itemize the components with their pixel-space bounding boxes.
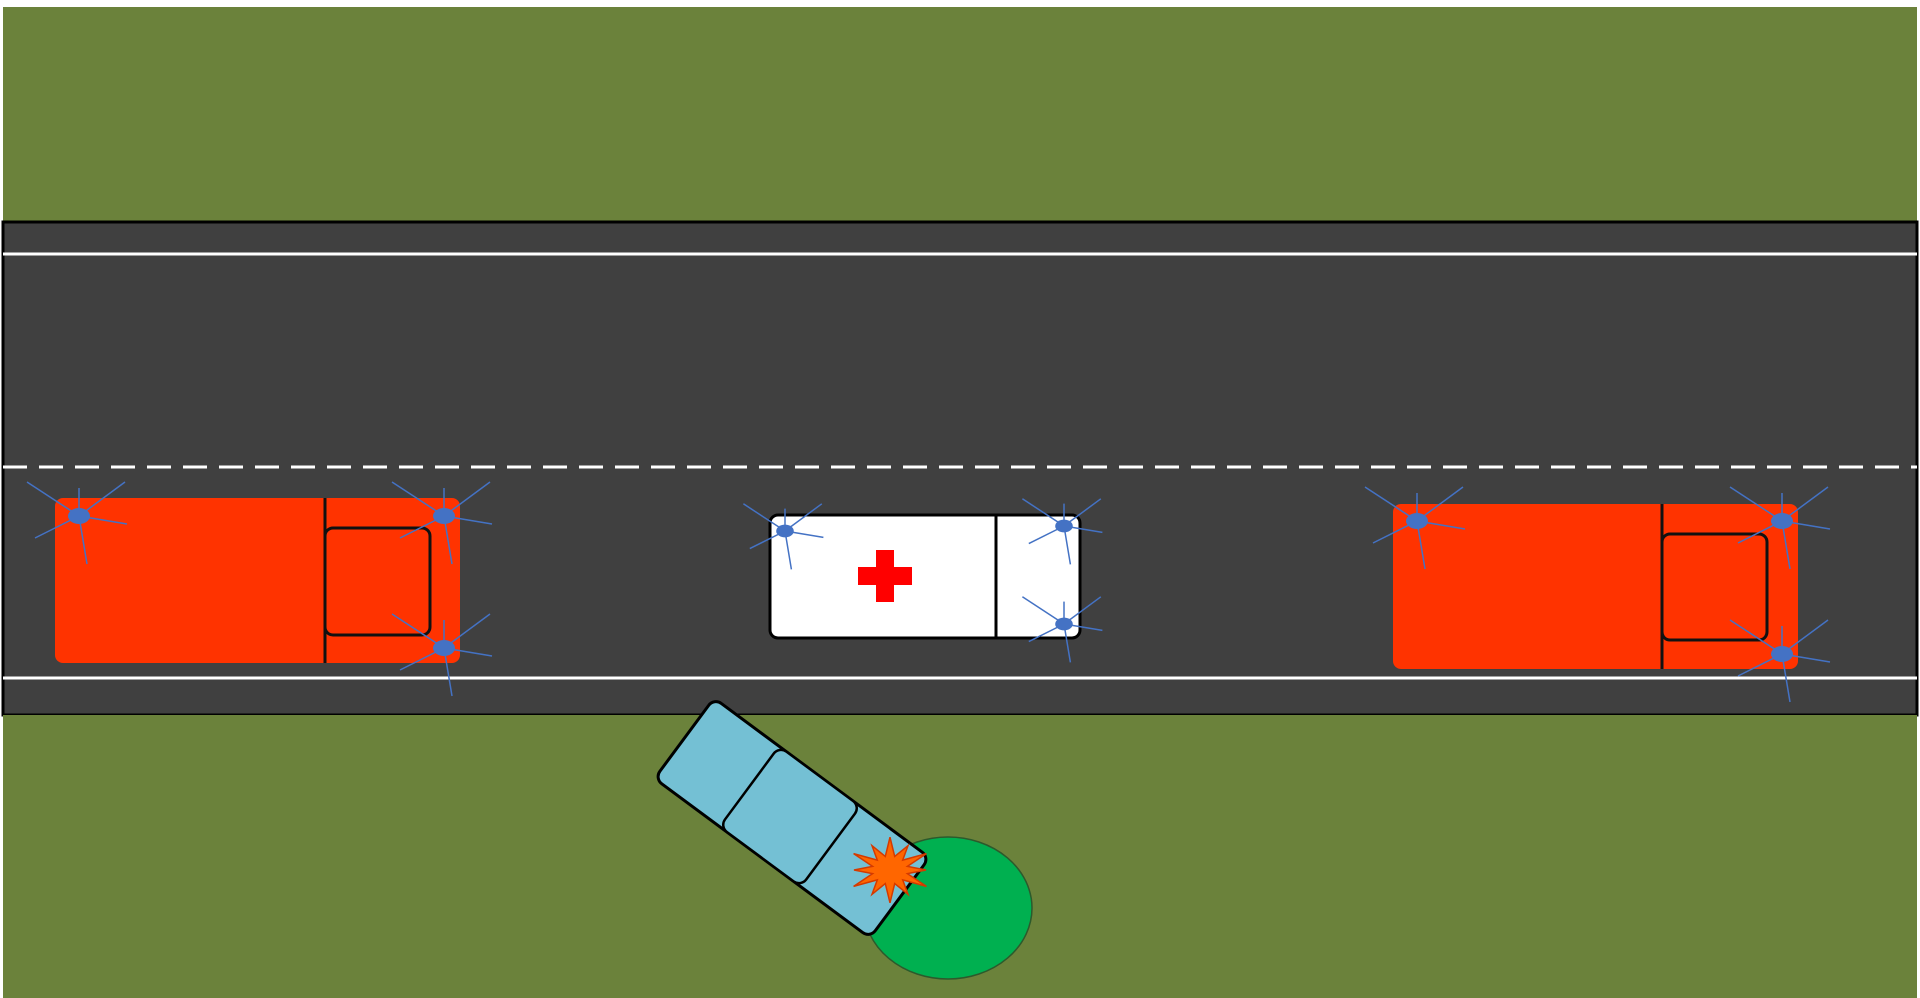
light-ray bbox=[26, 481, 80, 517]
light-ray bbox=[784, 530, 793, 570]
explosion-icon bbox=[853, 837, 927, 903]
light-ray bbox=[443, 647, 453, 697]
light-ray bbox=[1063, 623, 1072, 663]
emergency-lights bbox=[26, 481, 1831, 703]
fire-truck-right bbox=[1393, 504, 1798, 669]
emergency-light-icon bbox=[1729, 486, 1831, 570]
light-ray bbox=[1781, 653, 1791, 703]
light-dot bbox=[1771, 513, 1793, 529]
light-ray bbox=[1781, 520, 1791, 570]
light-dot bbox=[1055, 519, 1073, 533]
light-ray bbox=[1063, 525, 1072, 565]
emergency-light-icon bbox=[1364, 486, 1466, 570]
light-dot bbox=[776, 524, 794, 538]
emergency-light-icon bbox=[391, 613, 493, 697]
light-ray bbox=[391, 481, 445, 517]
light-ray bbox=[1416, 520, 1426, 570]
light-ray bbox=[1021, 498, 1065, 527]
light-dot bbox=[433, 508, 455, 524]
fire-truck-left bbox=[55, 498, 460, 663]
fire-truck-cab bbox=[1660, 532, 1769, 642]
emergency-light-icon bbox=[742, 503, 824, 570]
fire-truck-cab bbox=[323, 526, 432, 637]
light-dot bbox=[433, 640, 455, 656]
ambulance-body bbox=[768, 513, 1082, 640]
light-ray bbox=[1364, 486, 1418, 522]
crashed-car bbox=[656, 700, 928, 936]
light-ray bbox=[443, 515, 453, 565]
light-ray bbox=[1729, 619, 1783, 655]
light-dot bbox=[1771, 646, 1793, 662]
red-cross-icon bbox=[858, 550, 912, 602]
light-ray bbox=[1729, 486, 1783, 522]
light-ray bbox=[391, 613, 445, 649]
light-ray bbox=[78, 515, 88, 565]
emergency-light-icon bbox=[26, 481, 128, 565]
emergency-light-icon bbox=[1021, 596, 1103, 663]
emergency-light-icon bbox=[1021, 498, 1103, 565]
top-grass bbox=[3, 7, 1917, 221]
emergency-light-icon bbox=[391, 481, 493, 565]
light-dot bbox=[1406, 513, 1428, 529]
car-cabin bbox=[721, 748, 858, 885]
light-ray bbox=[742, 503, 786, 532]
ambulance bbox=[768, 513, 1082, 640]
emergency-light-icon bbox=[1729, 619, 1831, 703]
light-dot bbox=[1055, 617, 1073, 631]
light-ray bbox=[1021, 596, 1065, 625]
light-dot bbox=[68, 508, 90, 524]
